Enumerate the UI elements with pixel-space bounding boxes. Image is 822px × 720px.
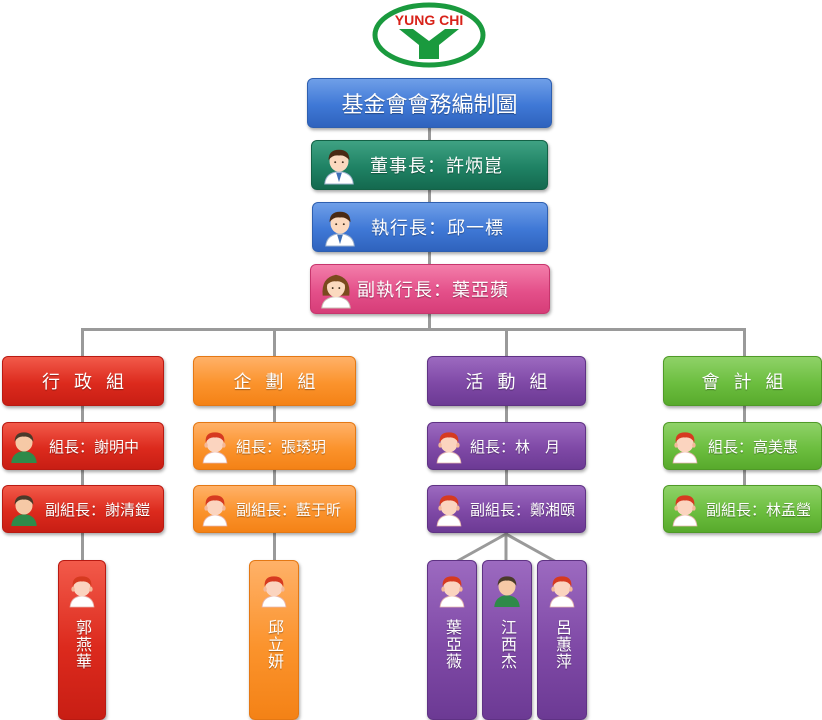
logo-text: YUNG CHI: [394, 12, 464, 28]
red-hair-avatar-icon: [198, 427, 232, 465]
group-admin-name: 行政組: [42, 372, 138, 393]
group-activity-leader: 組長：林 月: [427, 422, 586, 470]
group-accounting-leader-label: 組長：高美惠: [708, 437, 799, 456]
connector-horizontal-bar: [82, 328, 746, 331]
green-avatar-icon: [7, 490, 41, 528]
group-planning-deputy-label: 副組長：藍于昕: [236, 500, 342, 519]
group-planning-name: 企劃組: [233, 372, 330, 393]
member-name: 呂蕙萍: [553, 619, 572, 670]
group-activity-member-3: 呂蕙萍: [537, 560, 587, 720]
group-activity-member-2: 江西杰: [482, 560, 532, 720]
member-name: 葉亞薇: [443, 619, 462, 670]
male-avatar-icon: [320, 144, 358, 186]
connector-activity-stem: [505, 405, 508, 535]
red-hair-avatar-icon: [432, 427, 466, 465]
chairman-label: 董事長：許炳崑: [370, 156, 503, 177]
red-hair-avatar-icon: [198, 490, 232, 528]
group-activity-leader-label: 組長：林 月: [470, 437, 561, 456]
group-accounting-header: 會計組: [663, 356, 822, 406]
group-planning-member: 邱立妍: [249, 560, 299, 720]
member-name: 邱立妍: [265, 619, 284, 670]
ceo-label: 執行長：邱一標: [371, 218, 504, 239]
chart-title-text: 基金會會務編制圖: [341, 93, 518, 118]
green-avatar-icon: [490, 571, 524, 609]
connector-planning: [273, 328, 276, 356]
connector-activity: [505, 328, 508, 356]
connector-accounting: [743, 328, 746, 356]
group-admin-deputy-label: 副組長：謝清鎧: [45, 500, 151, 519]
connector-admin: [81, 328, 84, 356]
group-activity-member-1: 葉亞薇: [427, 560, 477, 720]
group-activity-header: 活動組: [427, 356, 586, 406]
group-planning-deputy: 副組長：藍于昕: [193, 485, 356, 533]
group-admin-header: 行政組: [2, 356, 164, 406]
group-admin-leader-label: 組長：謝明中: [49, 437, 140, 456]
female-avatar-icon: [317, 268, 355, 310]
red-hair-avatar-icon: [668, 427, 702, 465]
group-admin-deputy: 副組長：謝清鎧: [2, 485, 164, 533]
deputy-ceo-label: 副執行長：葉亞蘋: [357, 280, 509, 301]
male-avatar-icon: [321, 206, 359, 248]
group-activity-name: 活動組: [465, 372, 562, 393]
member-name: 江西杰: [498, 619, 517, 670]
group-activity-deputy: 副組長：鄭湘頤: [427, 485, 586, 533]
group-accounting-deputy-label: 副組長：林孟瑩: [706, 500, 812, 519]
red-hair-avatar-icon: [668, 490, 702, 528]
ceo-box: 執行長：邱一標: [312, 202, 548, 252]
group-admin-member: 郭燕華: [58, 560, 106, 720]
red-hair-avatar-icon: [65, 571, 99, 609]
logo: YUNG CHI: [372, 2, 486, 68]
connector-activity-branches: [451, 532, 561, 566]
chairman-box: 董事長：許炳崑: [311, 140, 548, 190]
red-hair-avatar-icon: [432, 490, 466, 528]
group-planning-leader-label: 組長：張琇玥: [236, 437, 327, 456]
member-name: 郭燕華: [73, 619, 92, 670]
deputy-ceo-box: 副執行長：葉亞蘋: [310, 264, 550, 314]
group-accounting-deputy: 副組長：林孟瑩: [663, 485, 822, 533]
red-hair-avatar-icon: [435, 571, 469, 609]
chart-title: 基金會會務編制圖: [307, 78, 552, 128]
green-avatar-icon: [7, 427, 41, 465]
group-activity-deputy-label: 副組長：鄭湘頤: [470, 500, 576, 519]
group-planning-leader: 組長：張琇玥: [193, 422, 356, 470]
group-accounting-leader: 組長：高美惠: [663, 422, 822, 470]
group-accounting-name: 會計組: [701, 372, 798, 393]
red-hair-avatar-icon: [545, 571, 579, 609]
group-planning-header: 企劃組: [193, 356, 356, 406]
group-admin-leader: 組長：謝明中: [2, 422, 164, 470]
red-hair-avatar-icon: [257, 571, 291, 609]
